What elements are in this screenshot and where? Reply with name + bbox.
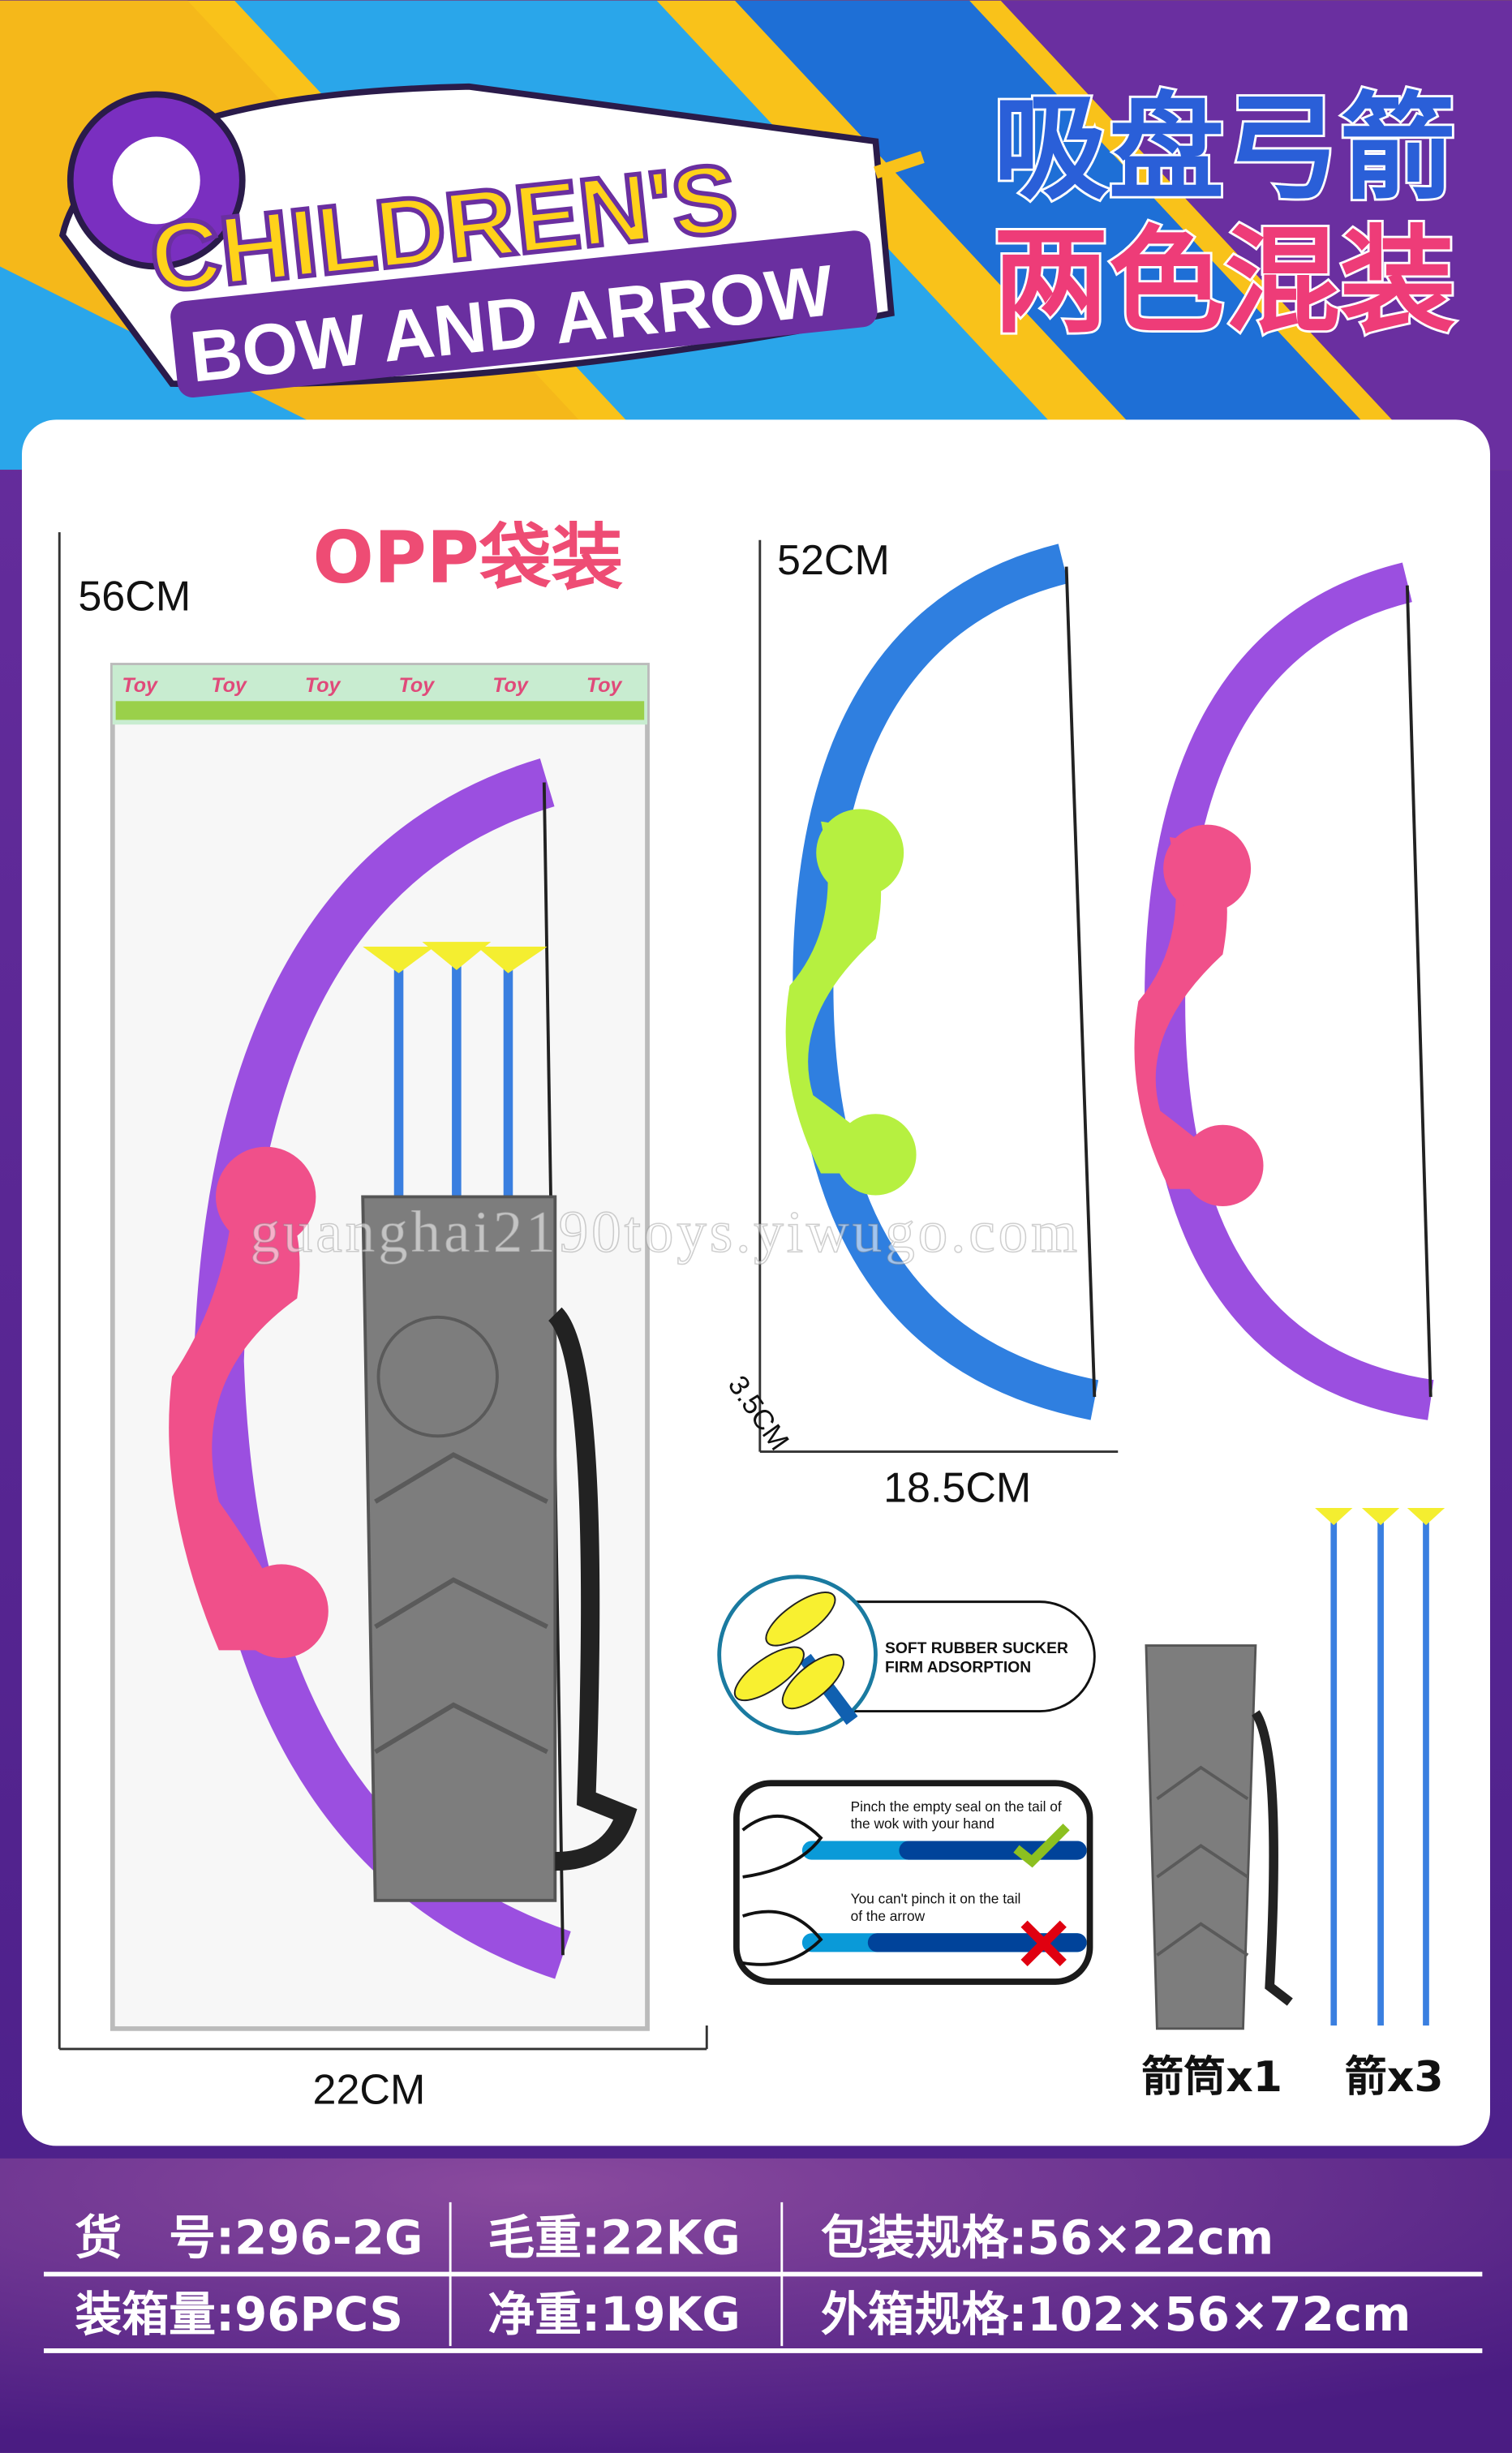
svg-text:Toy: Toy	[399, 674, 436, 697]
svg-text:Toy: Toy	[492, 674, 529, 697]
spec-carton-qty: 装箱量:96PCS	[75, 2287, 404, 2342]
check-icon	[1013, 1824, 1070, 1868]
sucker-line1: SOFT RUBBER SUCKER	[885, 1640, 1068, 1657]
watermark: guanghai2190toys.yiwugo.com	[250, 1199, 1080, 1265]
svg-text:Toy: Toy	[305, 674, 341, 697]
cross-icon	[1020, 1920, 1067, 1966]
bow-string	[1405, 585, 1433, 1398]
wrong-line1: You can't pinch it on the tail	[851, 1891, 1021, 1907]
spec-table: 货 号:296-2G 毛重:22KG 包装规格:56×22cm 装箱量:96PC…	[43, 2202, 1483, 2353]
bow-string	[1064, 566, 1097, 1398]
blue-bow	[785, 543, 1099, 1420]
spec-package-size: 包装规格:56×22cm	[821, 2210, 1274, 2265]
spec-gross-weight: 毛重:22KG	[488, 2210, 740, 2265]
svg-text:Toy: Toy	[586, 674, 623, 697]
sucker-line2: FIRM ADSORPTION	[885, 1659, 1031, 1676]
arrows-in-bag	[363, 942, 548, 1205]
quiver-large	[361, 1195, 638, 1902]
correct-line2: the wok with your hand	[851, 1815, 994, 1832]
logo: CHILDREN'S BOW AND ARROW	[58, 83, 925, 398]
spec-carton-size: 外箱规格:102×56×72cm	[821, 2287, 1411, 2342]
spec-net-weight: 净重:19KG	[488, 2287, 740, 2342]
package-width: 22CM	[313, 2066, 426, 2113]
svg-text:Toy: Toy	[122, 674, 158, 697]
arrows-label: 箭x3	[1345, 2053, 1444, 2102]
pinch-instructions: Pinch the empty seal on the tail of the …	[733, 1780, 1093, 1985]
bottom-band	[0, 2158, 1512, 2453]
arrows-three	[1315, 1507, 1445, 2026]
purple-bow	[1134, 562, 1434, 1420]
wrong-line2: of the arrow	[851, 1908, 926, 1924]
correct-line1: Pinch the empty seal on the tail of	[851, 1798, 1062, 1815]
hand-icon	[741, 1815, 823, 1966]
quiver-label: 箭筒x1	[1141, 2053, 1282, 2102]
bow-width: 18.5CM	[883, 1464, 1031, 1511]
package-label: OPP袋装	[313, 516, 624, 599]
quiver-small	[1145, 1644, 1293, 2030]
spec-item-number: 货 号:296-2G	[75, 2210, 423, 2265]
sucker-callout: SOFT RUBBER SUCKER FIRM ADSORPTION	[717, 1574, 1096, 1735]
sucker-icon	[765, 1592, 836, 1647]
package-height: 56CM	[78, 574, 191, 621]
title-cn-1: 吸盘弓箭	[993, 81, 1456, 216]
title-cn-2: 两色混装	[993, 214, 1456, 349]
bag-header-pattern: Toy Toy Toy Toy Toy Toy	[115, 674, 645, 720]
svg-text:Toy: Toy	[211, 674, 247, 697]
bow-height: 52CM	[777, 537, 890, 584]
